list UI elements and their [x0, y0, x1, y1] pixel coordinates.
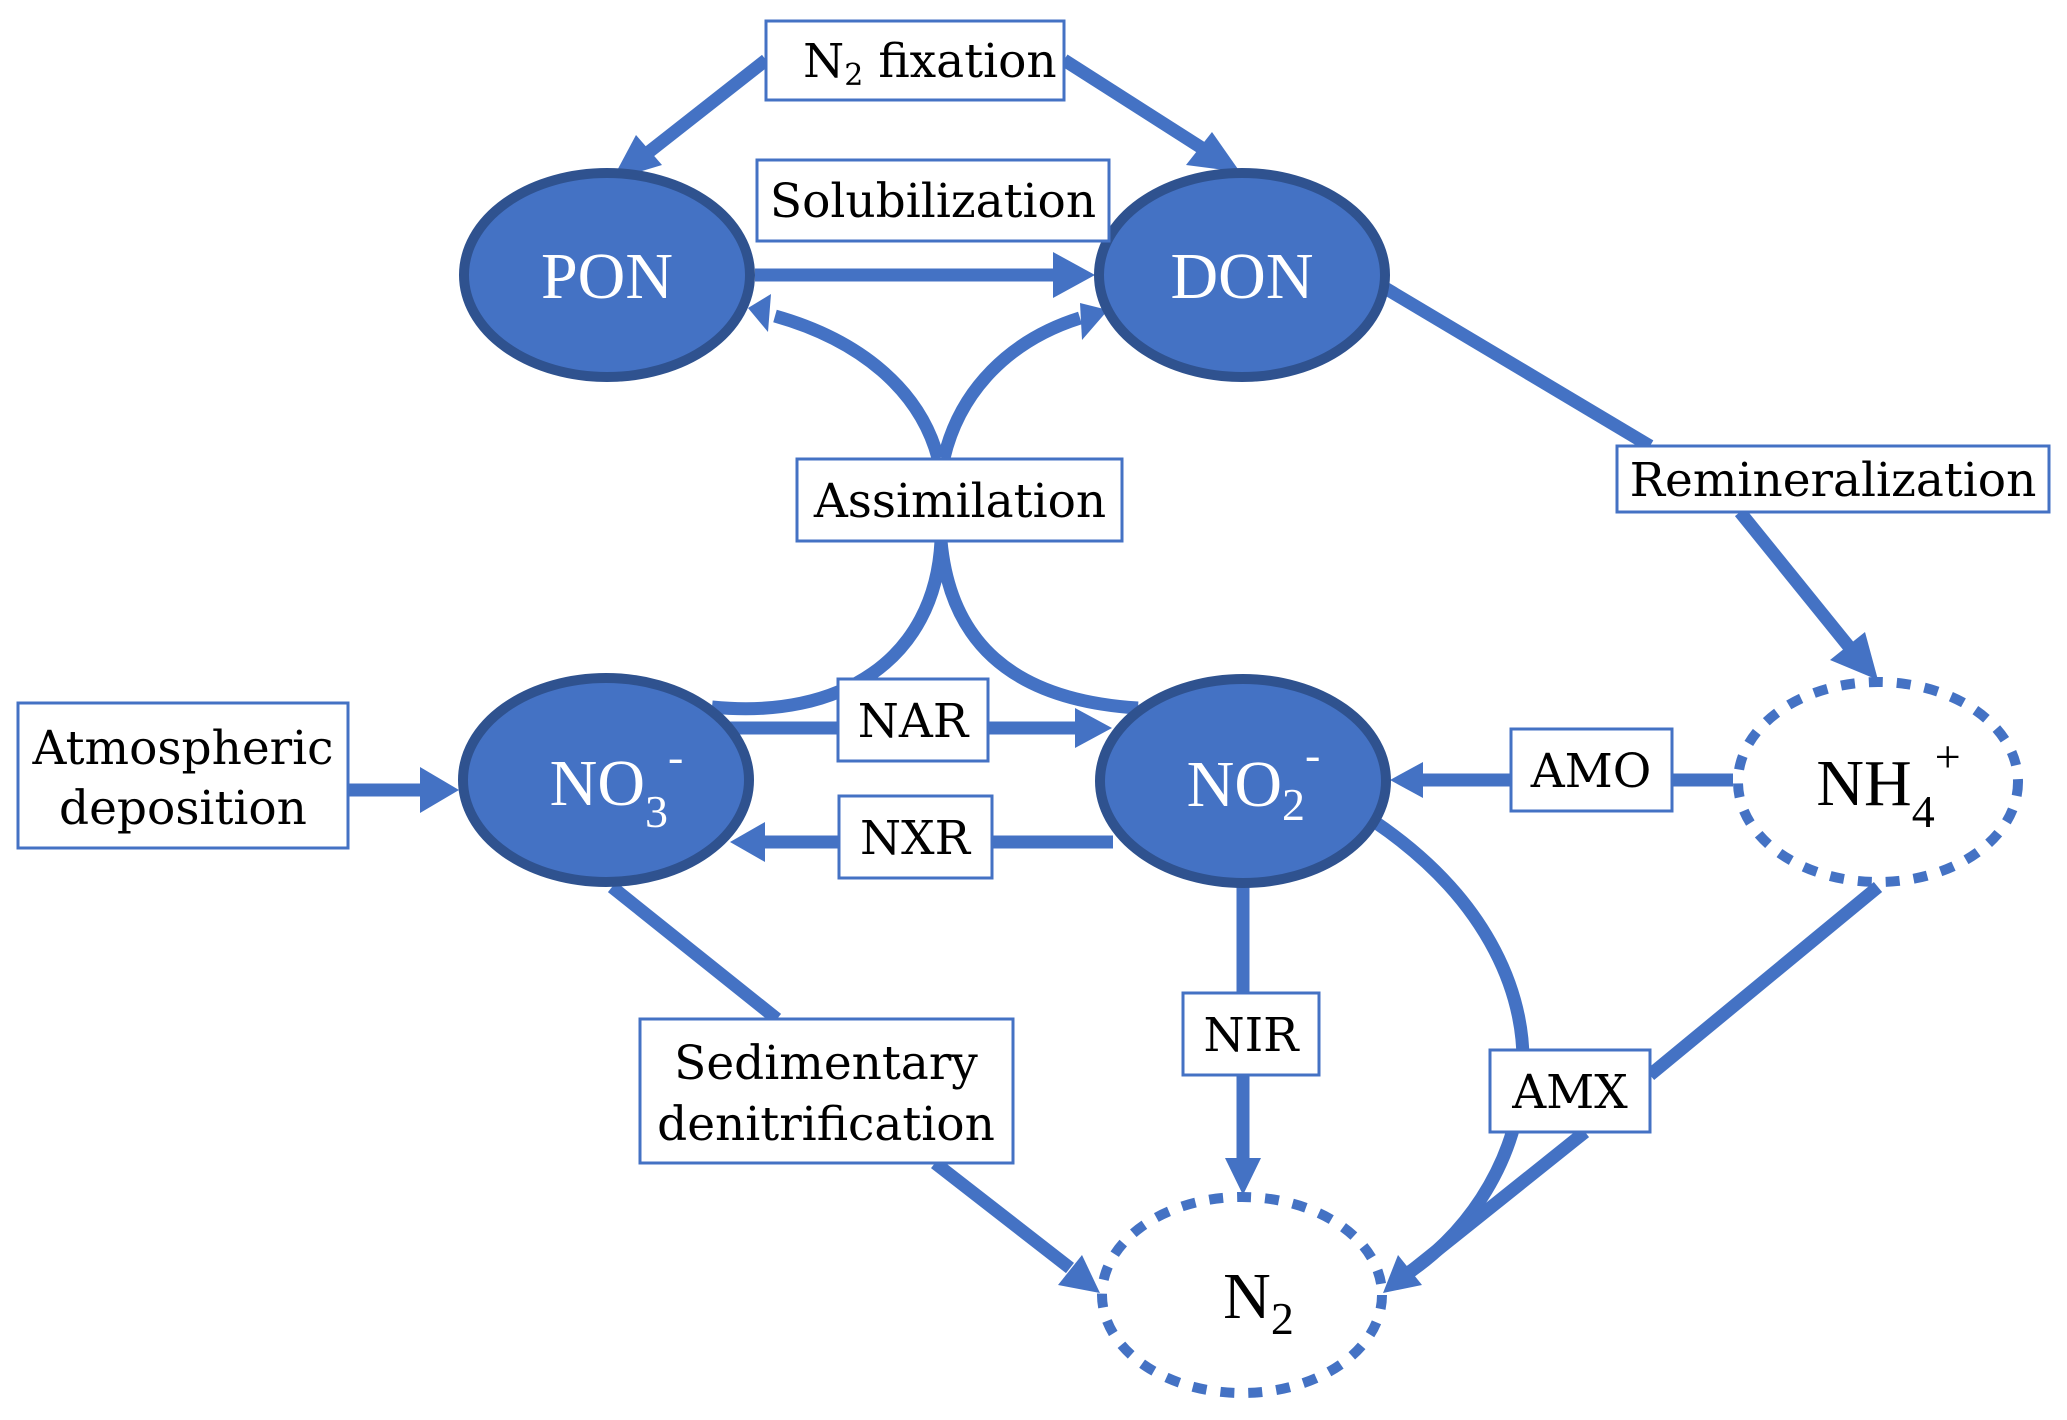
node-n2[interactable]: N2	[1097, 1192, 1387, 1398]
edge-amx-to-n2	[1405, 1126, 1590, 1278]
no3-subscript: 3	[645, 786, 668, 837]
arrowhead-nxr-to-no3	[730, 822, 765, 862]
edge-assimilation-to-don	[937, 311, 1082, 460]
edge-sedden-to-n2	[931, 1157, 1074, 1274]
don-label: DON	[1171, 240, 1314, 313]
no2-superscript: -	[1305, 729, 1320, 780]
node-pon[interactable]: PON	[459, 168, 755, 382]
nar-label: NAR	[858, 694, 970, 749]
no3-label: NO3-	[434, 714, 766, 837]
don-ellipse	[1094, 168, 1390, 382]
process-atmospheric-deposition[interactable]: Atmospheric deposition	[16, 701, 350, 850]
arrowhead-nar-to-no2	[1075, 708, 1112, 748]
arrowhead-assimilation-to-pon	[748, 294, 771, 332]
edge-no3-to-sedden	[607, 881, 782, 1025]
solubilization-label: Solubilization	[770, 174, 1096, 229]
arrowhead-amx-to-n2	[1383, 1255, 1422, 1293]
nir-box	[1181, 991, 1321, 1077]
atmospheric-deposition-line2: deposition	[59, 781, 307, 836]
n2-fixation-label: N2 fixation	[699, 34, 1132, 93]
process-solubilization[interactable]: Solubilization	[755, 158, 1111, 243]
edge-no3-to-assimilation	[711, 540, 948, 716]
pon-ellipse	[459, 168, 755, 382]
nir-label: NIR	[1203, 1008, 1300, 1063]
node-nh4[interactable]: NH4+	[1701, 677, 2043, 887]
process-nar[interactable]: NAR	[836, 677, 990, 763]
edge-nh4-to-amx	[1645, 881, 1883, 1081]
process-nir[interactable]: NIR	[1181, 991, 1321, 1077]
process-amo[interactable]: AMO	[1509, 727, 1674, 813]
atmospheric-deposition-box	[16, 701, 350, 850]
arrowhead-atmdep-to-no3	[420, 767, 459, 813]
remineralization-box	[1615, 444, 2051, 514]
edge-n2fix-to-don	[1060, 54, 1209, 156]
arrowhead-n2fix-to-don	[1186, 132, 1240, 172]
process-remineralization[interactable]: Remineralization	[1615, 444, 2051, 514]
sedimentary-denitrification-box	[638, 1017, 1015, 1165]
edge-no2-to-assimilation	[934, 540, 1139, 715]
atmospheric-deposition-line1: Atmospheric	[32, 721, 334, 776]
sedimentary-denitrification-line2: denitrification	[657, 1097, 995, 1152]
process-nxr[interactable]: NXR	[837, 794, 994, 880]
nxr-label: NXR	[860, 811, 972, 866]
process-n2-fixation[interactable]: N2 fixation	[699, 19, 1132, 102]
nxr-box	[837, 794, 994, 880]
nar-box	[836, 677, 990, 763]
n2-fixation-subscript: 2	[844, 58, 863, 93]
edge-assimilation-to-pon	[773, 309, 945, 460]
node-don[interactable]: DON	[1094, 168, 1390, 382]
n2-subscript: 2	[1271, 1293, 1294, 1344]
arrowhead-sedden-to-n2	[1058, 1255, 1100, 1293]
n2-fixation-base: N	[803, 34, 844, 89]
remineralization-label: Remineralization	[1630, 453, 2037, 508]
n2-label: N2	[1108, 1260, 1377, 1349]
amo-label: AMO	[1530, 744, 1652, 799]
arrowhead-nir-to-n2	[1225, 1158, 1261, 1195]
edges	[348, 54, 1883, 1293]
process-assimilation[interactable]: Assimilation	[795, 457, 1124, 543]
no2-subscript: 2	[1282, 779, 1305, 830]
nh4-subscript: 4	[1912, 786, 1935, 837]
arrowhead-amo-to-no2	[1390, 762, 1423, 798]
pon-label: PON	[541, 240, 673, 313]
no2-base: NO	[1187, 748, 1282, 821]
nh4-superscript: +	[1935, 731, 1961, 782]
edge-n2fix-to-pon	[640, 54, 771, 161]
sedimentary-denitrification-line1: Sedimentary	[674, 1036, 978, 1091]
process-amx[interactable]: AMX	[1488, 1048, 1652, 1134]
no3-base: NO	[550, 747, 645, 820]
n2-fixation-box	[764, 19, 1066, 102]
amx-box	[1488, 1048, 1652, 1134]
no3-superscript: -	[668, 731, 683, 782]
node-no3[interactable]: NO3-	[434, 673, 766, 887]
nh4-label: NH4+	[1701, 714, 2043, 837]
node-no2[interactable]: NO2-	[1071, 674, 1403, 888]
arrowhead-pon-to-don	[1053, 252, 1095, 298]
amo-box	[1509, 727, 1674, 813]
solubilization-box	[755, 158, 1111, 243]
n2-fixation-rest: fixation	[863, 34, 1056, 89]
assimilation-box	[795, 457, 1124, 543]
nh4-base: NH	[1816, 747, 1911, 820]
arrowhead-assimilation-to-don	[1080, 303, 1108, 340]
n2-ellipse	[1097, 1192, 1387, 1398]
no2-ellipse	[1095, 674, 1391, 888]
edge-remineralization-to-nh4	[1734, 507, 1856, 653]
amx-label: AMX	[1511, 1065, 1628, 1120]
no3-ellipse	[458, 673, 754, 887]
assimilation-label: Assimilation	[813, 474, 1106, 529]
no2-label: NO2-	[1071, 712, 1403, 830]
n2-base: N	[1223, 1260, 1271, 1333]
arrowhead-remineralization-to-nh4	[1830, 632, 1878, 680]
nh4-ellipse	[1733, 677, 2023, 887]
edge-don-to-remineralization	[1381, 282, 1654, 452]
process-sedimentary-denitrification[interactable]: Sedimentary denitrification	[638, 1017, 1015, 1165]
